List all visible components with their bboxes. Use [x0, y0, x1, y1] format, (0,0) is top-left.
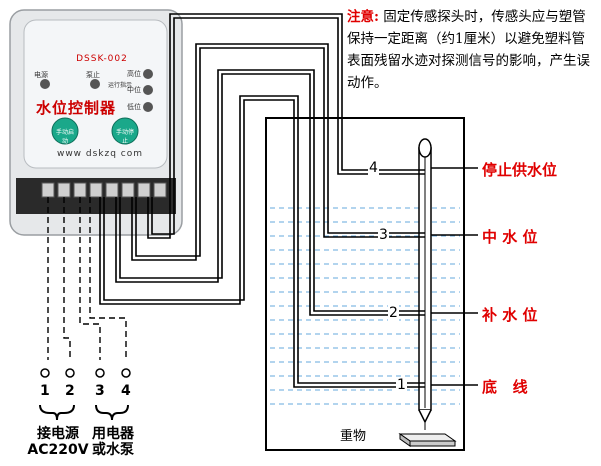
power-voltage: AC220V	[27, 442, 89, 458]
note-title: 注意:	[347, 9, 379, 25]
manual-start-button[interactable]	[51, 117, 79, 145]
terminal-4-label: 4	[121, 383, 131, 399]
mid-level-led-icon	[143, 85, 153, 95]
sensor-probe-tube	[418, 138, 432, 430]
terminal-1-icon	[40, 368, 50, 378]
terminal-3-icon	[95, 368, 105, 378]
high-level-label: 高位	[127, 70, 141, 78]
terminal-4-icon	[121, 368, 131, 378]
device-label-line1: 用电器	[92, 426, 134, 442]
low-level-led-icon	[143, 102, 153, 112]
terminal-3-label: 3	[95, 383, 105, 399]
terminal-block	[41, 182, 167, 198]
level-stop-label: 停止供水位	[482, 161, 558, 179]
controller-website: www dskzq com	[56, 149, 144, 159]
mid-level-label: 中位	[127, 86, 141, 94]
power-device-wires	[47, 197, 127, 360]
water-tank	[265, 117, 465, 451]
device-label: 用电器 或水泵	[84, 426, 142, 458]
device-brace-icon	[95, 404, 129, 421]
power-label: 接电源 AC220V	[22, 426, 94, 458]
water-surface	[270, 207, 460, 405]
level-3-number: 3	[378, 227, 389, 243]
pump-led-icon	[90, 79, 100, 89]
power-led-icon	[40, 79, 50, 89]
power-led-label: 电源	[34, 71, 48, 79]
power-label-text: 接电源	[37, 426, 79, 442]
controller-name: 水位控制器	[36, 99, 117, 117]
terminal-2-label: 2	[65, 383, 75, 399]
level-bottom-label: 底 线	[482, 378, 528, 396]
run-indicator-label: 运行指示	[108, 82, 133, 89]
weight-label: 重物	[340, 429, 367, 444]
manual-stop-label: 手动停止	[115, 129, 134, 145]
weight-block	[398, 433, 457, 447]
level-2-number: 2	[388, 305, 399, 321]
level-mid-label: 中 水 位	[482, 228, 538, 246]
manual-stop-button[interactable]	[111, 117, 139, 145]
level-refill-label: 补 水 位	[482, 306, 538, 324]
controller-model: DSSK-002	[76, 54, 128, 64]
high-level-led-icon	[143, 69, 153, 79]
level-1-number: 1	[396, 377, 407, 393]
device-label-line2: 或水泵	[92, 442, 134, 458]
controller-device	[9, 9, 183, 236]
note-body: 固定传感探头时，传感头应与塑管保持一定距离（约1厘米）以避免塑料管表面残留水迹对…	[347, 9, 590, 91]
power-brace-icon	[39, 404, 75, 421]
terminal-2-icon	[65, 368, 75, 378]
level-pointer-lines	[431, 167, 478, 386]
manual-start-label: 手动启动	[55, 129, 74, 145]
level-4-number: 4	[368, 160, 379, 176]
sensor-wires	[99, 13, 425, 388]
terminal-1-label: 1	[40, 383, 50, 399]
installation-note: 注意: 固定传感探头时，传感头应与塑管保持一定距离（约1厘米）以避免塑料管表面残…	[347, 6, 593, 94]
low-level-label: 低位	[127, 103, 141, 111]
pump-led-label: 泵止	[86, 71, 100, 79]
